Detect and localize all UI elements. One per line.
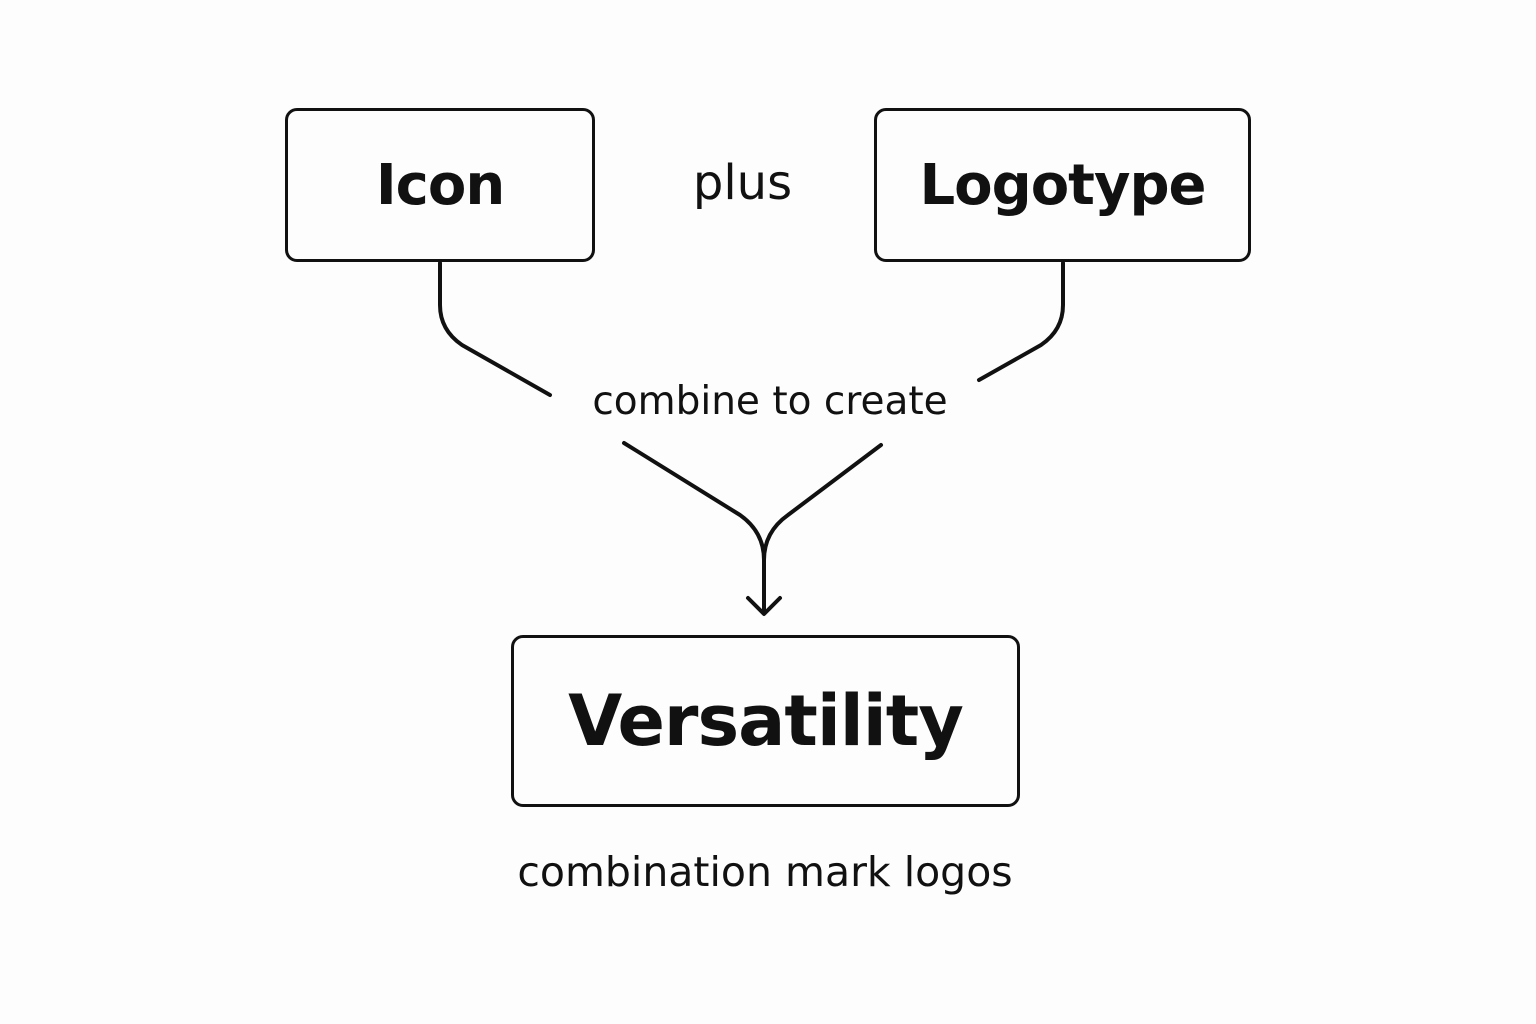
versatility-node-label: Versatility bbox=[568, 680, 964, 762]
logotype-node-label: Logotype bbox=[919, 152, 1206, 218]
icon-node-label: Icon bbox=[375, 152, 505, 218]
edge-combine-left-to-versatility bbox=[622, 441, 766, 614]
plus-label: plus bbox=[692, 155, 793, 211]
logotype-node: Logotype bbox=[874, 108, 1251, 262]
versatility-node: Versatility bbox=[511, 635, 1020, 807]
icon-node: Icon bbox=[285, 108, 595, 262]
caption-label: combination mark logos bbox=[517, 848, 1013, 896]
edge-logotype-to-combine bbox=[977, 261, 1065, 382]
arrowhead-down-icon bbox=[746, 596, 782, 616]
edge-combine-right-to-versatility bbox=[762, 443, 883, 562]
edge-icon-to-combine bbox=[438, 261, 552, 397]
combine-label: combine to create bbox=[592, 379, 948, 424]
